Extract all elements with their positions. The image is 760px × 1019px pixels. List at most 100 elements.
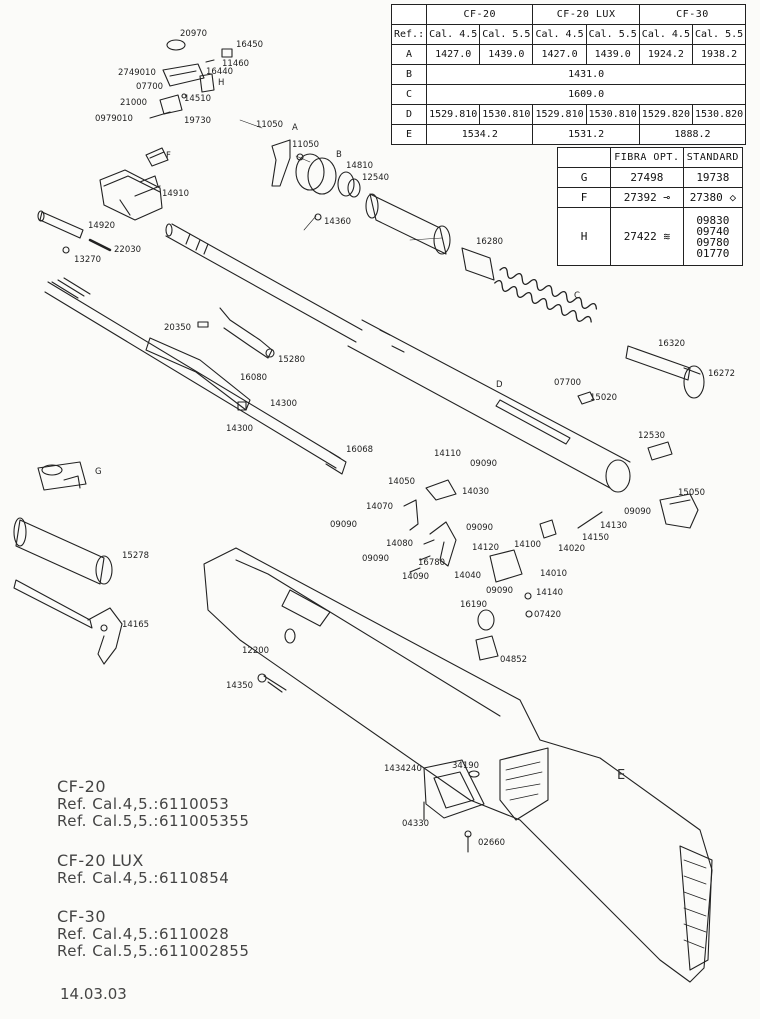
part-number-label: 14090 <box>402 572 429 582</box>
table-row: H 27422 ≋ 09830 09740 09780 01770 <box>557 207 744 266</box>
revision-date: 14.03.03 <box>60 985 127 1003</box>
table-row: G 27498 19738 <box>557 167 744 188</box>
part-number-label: 14120 <box>472 543 499 553</box>
part-number-label: 11050 <box>256 120 283 130</box>
legend-title: CF-30 <box>57 907 107 926</box>
part-number-label: 34190 <box>452 761 479 771</box>
part-number-label: 19730 <box>184 116 211 126</box>
part-number-label: 14350 <box>226 681 253 691</box>
screws <box>257 673 472 853</box>
legend-line: Ref. Cal.4,5.:6110854 <box>57 869 230 887</box>
list-item: 01770 <box>696 246 730 260</box>
model-legend-cf20: CF-20 Ref. Cal.4,5.:6110053 Ref. Cal.5,5… <box>57 778 249 830</box>
table-cell: 1534.2 <box>426 124 534 145</box>
part-number-label: 14300 <box>270 399 297 409</box>
part-number-label: 20970 <box>180 29 207 39</box>
cell-value: 27392 <box>623 191 657 204</box>
part-number-label: 11050 <box>292 140 319 150</box>
spare-cylinder <box>13 517 113 585</box>
part-number-label: 22030 <box>114 245 141 255</box>
small-parts <box>577 391 699 529</box>
part-number-label: 16280 <box>476 237 503 247</box>
pivot-pin <box>37 210 112 254</box>
part-number-label: G <box>95 467 102 477</box>
legend-line: Ref. Cal.5,5.:611005355 <box>57 812 250 830</box>
trigger-mechanism <box>403 479 603 661</box>
list-item: 09740 <box>696 224 730 238</box>
washer-icon: ◇ <box>729 191 737 204</box>
part-number-label: H <box>218 78 224 88</box>
part-number-label: 04330 <box>402 819 429 829</box>
legend-title: CF-20 LUX <box>57 851 144 870</box>
part-number-label: 16780 <box>418 558 445 568</box>
row-key: E <box>390 124 428 145</box>
part-number-label: 16080 <box>240 373 267 383</box>
part-number-label: 04852 <box>500 655 527 665</box>
part-number-label: 15278 <box>122 551 149 561</box>
part-number-label: 14130 <box>600 521 627 531</box>
list-item: 09830 <box>696 213 730 227</box>
part-number-label: B <box>336 150 342 160</box>
row-key: G <box>557 167 611 188</box>
part-labels: 209701645027490101146016440H077001451021… <box>74 29 735 848</box>
part-number-label: 14150 <box>582 533 609 543</box>
part-number-label: 07700 <box>554 378 581 388</box>
part-number-label: 1434240 <box>384 764 422 774</box>
part-number-label: 14165 <box>122 620 149 630</box>
spring-guide <box>625 345 705 399</box>
part-number-label: 14110 <box>434 449 461 459</box>
part-number-label: 14030 <box>462 487 489 497</box>
part-number-label: 07700 <box>136 82 163 92</box>
legend-title: CF-20 <box>57 777 107 796</box>
cell-value: 27380 <box>689 191 723 204</box>
safety-plate <box>197 307 275 359</box>
legend-line: Ref. Cal.4,5.:6110028 <box>57 925 230 943</box>
part-number-label: 20350 <box>164 323 191 333</box>
part-number-label: 14920 <box>88 221 115 231</box>
part-number-label: 14300 <box>226 424 253 434</box>
model-legend-cf30: CF-30 Ref. Cal.4,5.:6110028 Ref. Cal.5,5… <box>57 908 249 960</box>
barrel <box>165 223 363 343</box>
part-number-label: 16440 <box>206 67 233 77</box>
row-key: H <box>557 207 611 266</box>
part-number-label: 09090 <box>486 586 513 596</box>
front-sight <box>145 147 169 167</box>
part-number-label: D <box>496 380 503 390</box>
stock-letter: E <box>617 768 626 783</box>
part-number-label: 16450 <box>236 40 263 50</box>
sight-options-table: FIBRA OPT. STANDARD G 27498 19738 F 2739… <box>557 147 744 266</box>
part-number-label: 09090 <box>330 520 357 530</box>
leader-lines <box>239 119 443 241</box>
part-number-label: 12540 <box>362 173 389 183</box>
part-number-label: 14140 <box>536 588 563 598</box>
part-number-label: 15020 <box>590 393 617 403</box>
part-number-label: 11460 <box>222 59 249 69</box>
part-number-label: 2749010 <box>118 68 156 78</box>
open-sight <box>37 461 87 491</box>
part-number-label: 07420 <box>534 610 561 620</box>
part-number-label: 0979010 <box>95 114 133 124</box>
part-number-label: 14360 <box>324 217 351 227</box>
part-number-label: 13270 <box>74 255 101 265</box>
rear-sight-assembly <box>149 39 233 119</box>
list-item: 09780 <box>696 235 730 249</box>
legend-line: Ref. Cal.5,5.:611002855 <box>57 942 250 960</box>
part-number-label: 16320 <box>658 339 685 349</box>
part-number-label: 14050 <box>388 477 415 487</box>
table-cell: 27422 ≋ <box>610 207 684 266</box>
cocking-lever <box>44 277 347 475</box>
table-cell: 1531.2 <box>532 124 640 145</box>
part-number-label: A <box>292 123 298 133</box>
part-number-label: 09090 <box>470 459 497 469</box>
part-number-label: F <box>166 151 171 161</box>
table-cell: 1888.2 <box>638 124 747 145</box>
table-cell: 19738 <box>682 167 744 188</box>
part-number-label: 14510 <box>184 94 211 104</box>
bolt-icon: ⊸ <box>663 191 671 204</box>
part-number-label: 21000 <box>120 98 147 108</box>
part-number-label: 14010 <box>540 569 567 579</box>
part-number-label: 14810 <box>346 161 373 171</box>
piston-head <box>271 139 361 221</box>
reference-table: CF-20 CF-20 LUX CF-30 Ref.: Cal. 4.5 Cal… <box>390 4 747 145</box>
